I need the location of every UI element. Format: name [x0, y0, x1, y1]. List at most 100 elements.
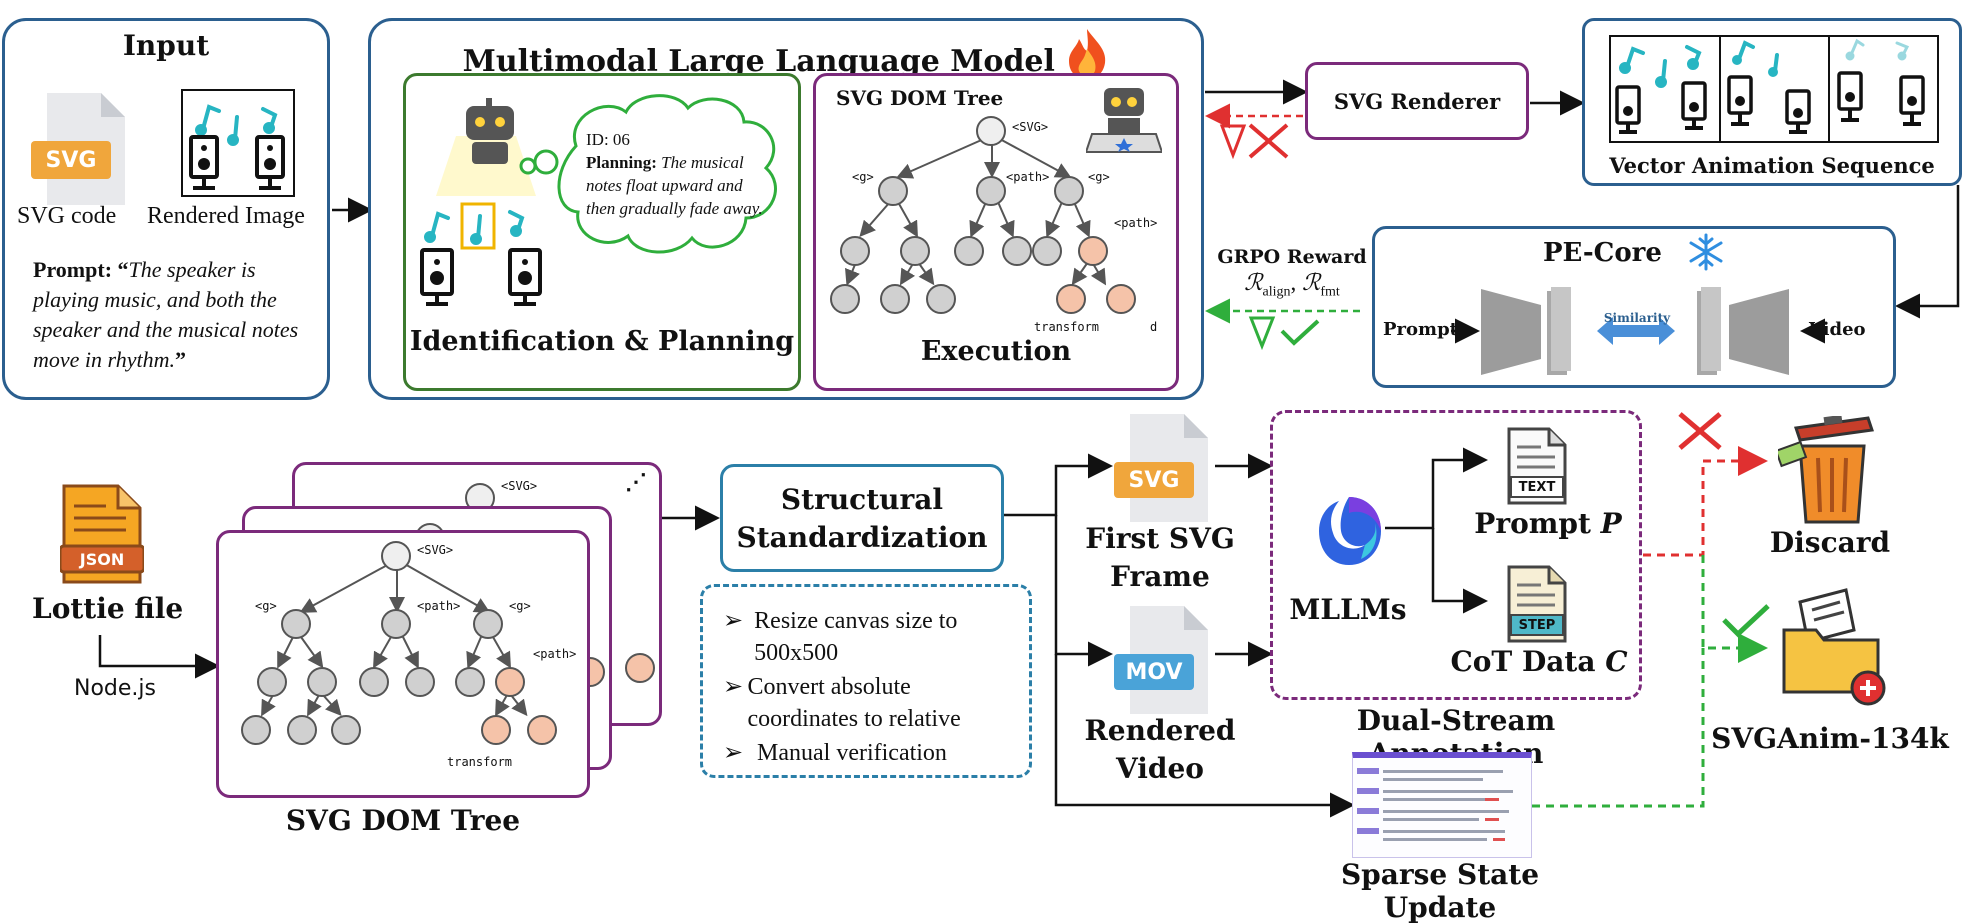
front-node-g2	[473, 609, 503, 639]
exec-node-d	[1106, 284, 1136, 314]
front-tag-path1: <path>	[417, 599, 461, 613]
grpo-reward-label: GRPO Reward	[1217, 246, 1367, 268]
mllm-to-prompt-arrow	[1385, 447, 1488, 530]
exec-attr-d: d	[1150, 320, 1158, 334]
video-icon-label: MOV	[1125, 660, 1183, 685]
thought-cloud	[519, 94, 777, 254]
prompt-block: Prompt: “The speaker is playing music, a…	[33, 255, 315, 375]
grpo-reward-formula: ℛalign, ℛfmt	[1212, 270, 1372, 301]
reward-sep: ,	[1290, 270, 1303, 295]
front-tag-root: <SVG>	[417, 543, 454, 557]
front-node-transform	[481, 715, 511, 745]
step-text-1: Resize canvas size to 500x500	[754, 608, 958, 666]
front-node-m2	[287, 715, 317, 745]
text-doc-icon: TEXT	[1505, 427, 1567, 505]
steps-list: ➢Resize canvas size to 500x500 ➢Convert …	[723, 605, 1023, 771]
first-frame-label-line1: First SVG	[1085, 522, 1235, 555]
exec-node-g2	[1054, 176, 1084, 206]
svg-renderer-label: SVG Renderer	[1333, 89, 1501, 114]
dual-stream-annotation-box: MLLMs TEXT Prompt P STEP CoT Data C	[1270, 410, 1642, 700]
check-mark-bottom	[1722, 604, 1770, 638]
step-item-2: ➢Convert absolute coordinates to relativ…	[723, 671, 1023, 735]
mllm-panel: Multimodal Large Language Model ID: 06 P…	[368, 18, 1204, 400]
step-item-3: ➢Manual verification	[723, 737, 1023, 769]
keep-arrow	[1701, 555, 1768, 663]
exec-tag-g1: <g>	[852, 170, 874, 184]
dataset-folder-icon	[1782, 588, 1886, 706]
rendered-image-thumbnail	[181, 89, 295, 197]
pecore-panel: PE-Core Prompt Video Similarity	[1372, 226, 1896, 388]
reject-mark-top	[1248, 123, 1289, 159]
lottie-to-tree-arrow	[98, 635, 220, 679]
exec-node-path1	[976, 176, 1006, 206]
tree-back-root-tag: <SVG>	[501, 479, 538, 493]
sparse-update-label: Sparse State Update	[1340, 858, 1540, 924]
animation-sequence-label: Vector Animation Sequence	[1609, 153, 1935, 178]
pecore-title: PE-Core	[1375, 233, 1893, 271]
speakers-icon	[420, 202, 542, 306]
exec-node-g1	[878, 176, 908, 206]
animation-frames	[1609, 35, 1939, 143]
animation-to-pecore-arrow	[1895, 185, 1960, 319]
cot-output-text: CoT Data	[1450, 645, 1596, 678]
input-panel: Input SVG SVG code Rendered Image Pro	[2, 18, 330, 400]
svg-file-icon: SVG	[31, 89, 127, 209]
prompt-open-quote: “	[117, 257, 129, 282]
video-label: Rendered Video	[1080, 712, 1240, 788]
pecore-encoders	[1451, 287, 1825, 375]
front-node-d	[527, 715, 557, 745]
snowflake-icon	[1689, 233, 1723, 271]
front-node-m3	[331, 715, 361, 745]
front-node-g1	[281, 609, 311, 639]
prompt-close-quote: ”	[174, 347, 186, 372]
reward-r1: ℛ	[1244, 270, 1263, 295]
exec-node-l4	[1002, 236, 1032, 266]
exec-tag-root: <SVG>	[1012, 120, 1049, 134]
bullet-arrow-icon: ➢	[723, 740, 744, 766]
reject-mark-bottom	[1678, 412, 1722, 450]
step-text-2: Convert absolute coordinates to relative	[747, 674, 961, 732]
prompt-output-var: P	[1600, 507, 1622, 540]
discard-label: Discard	[1769, 526, 1891, 559]
bullet-arrow-icon: ➢	[723, 608, 744, 634]
video-file-icon: MOV	[1114, 604, 1210, 716]
mllm-to-cot-arrow	[1431, 528, 1488, 614]
structural-title-line1: Structural	[780, 483, 944, 516]
exec-node-m2	[880, 284, 910, 314]
lottie-label: Lottie file	[32, 592, 184, 625]
similarity-label: Similarity	[1603, 311, 1671, 325]
sparse-update-thumbnail	[1352, 752, 1532, 858]
front-tag-path2: <path>	[533, 647, 577, 661]
front-node-l4	[405, 667, 435, 697]
structural-title-line2: Standardization	[736, 521, 988, 554]
animation-sequence-panel: Vector Animation Sequence	[1582, 18, 1962, 186]
plan-label: Planning:	[586, 153, 657, 172]
json-file-icon: JSON	[58, 484, 146, 584]
exec-node-l2	[900, 236, 930, 266]
tree-back-node	[625, 653, 655, 683]
input-title: Input	[122, 29, 210, 62]
trash-bin-icon	[1778, 416, 1874, 524]
front-node-l3	[359, 667, 389, 697]
execution-subpanel: SVG DOM Tree	[813, 73, 1179, 391]
tree-card-front: <SVG> <g> <path> <g> <path> transform	[216, 530, 590, 798]
exec-tree-title: SVG DOM Tree	[836, 86, 1004, 110]
json-file-icon-label: JSON	[79, 550, 125, 569]
exec-node-l5	[1032, 236, 1062, 266]
first-frame-label-line2: Frame	[1110, 560, 1210, 593]
pecore-title-text: PE-Core	[1543, 238, 1662, 268]
robot-icon	[436, 98, 536, 196]
svg-file-icon-label: SVG	[45, 148, 97, 173]
exec-dom-tree: <SVG> <g> <path> <g> <path> transform d	[816, 76, 1182, 394]
exec-node-m1	[830, 284, 860, 314]
to-first-frame-arrow	[1003, 453, 1113, 517]
step-doc-icon-label: STEP	[1518, 618, 1556, 633]
step-item-1: ➢ Resize canvas size to 500x500	[723, 605, 1023, 669]
check-mark-top	[1280, 319, 1320, 346]
plan-text: The musical notes float upward and then …	[586, 153, 763, 218]
reward-sub-align: align	[1262, 284, 1291, 300]
front-node-l1	[257, 667, 287, 697]
standardization-steps: ➢Resize canvas size to 500x500 ➢Convert …	[700, 584, 1032, 778]
exec-node-path2	[1078, 236, 1108, 266]
